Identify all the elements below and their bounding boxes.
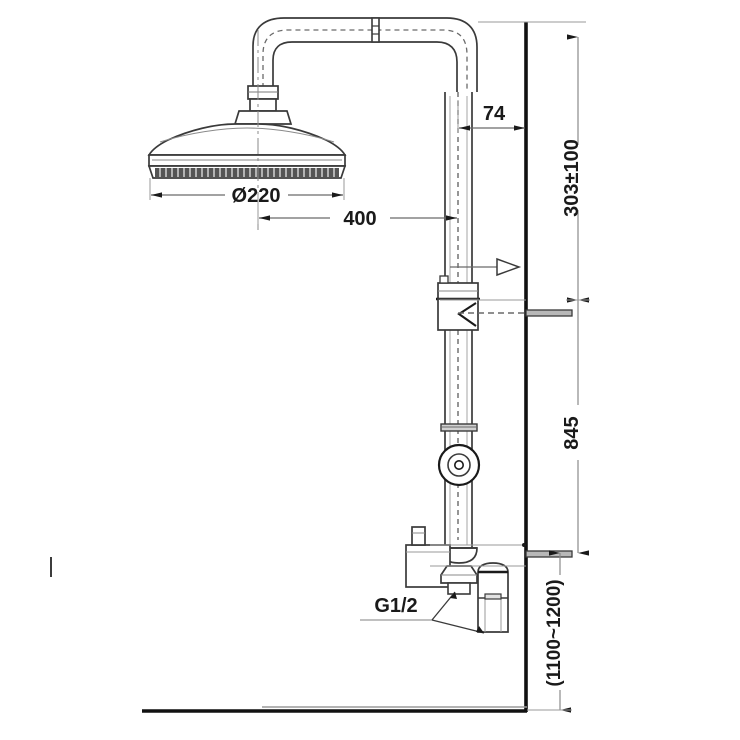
wall-mount-bracket: [436, 275, 480, 331]
floor-line: [142, 706, 527, 713]
dimension-top-section-height: 303±100: [478, 21, 589, 303]
riser-joint-collar: [440, 423, 478, 432]
shower-arm-elbow: [252, 17, 478, 92]
shower-head-coupling: [233, 85, 293, 125]
vertical-riser-pipe: [444, 92, 473, 548]
dimension-riser-offset: 74: [457, 100, 525, 133]
dimension-label-top-height: 303±100: [561, 139, 583, 217]
inlet-thread-callout: G1/2: [360, 591, 485, 634]
mixer-reference-lines: [430, 543, 526, 567]
dimension-label-mid-height: 845: [561, 416, 583, 449]
diverter-control-knob[interactable]: [437, 443, 481, 487]
dimension-label-mounting-range: (1100~1200): [544, 579, 565, 686]
inlet-thread-label: G1/2: [374, 595, 417, 617]
hand-shower-outlet: [477, 562, 509, 633]
bracket-wall-leader: [450, 257, 522, 277]
shower-nozzle-band: [155, 168, 339, 177]
dimension-label-projection: 400: [343, 208, 376, 230]
dimension-mounting-height-range: (1100~1200): [527, 550, 572, 713]
rain-shower-head: [147, 123, 347, 179]
dimension-mid-section-height: 845: [561, 297, 590, 556]
dimension-shower-head-diameter: Ø220: [149, 178, 345, 207]
bracket-wall-fixing: [525, 309, 573, 317]
mixer-wall-inlet-pin: [525, 550, 573, 558]
dimension-arm-projection: 400: [257, 195, 457, 230]
dimension-label-offset: 74: [483, 103, 506, 125]
arm-collar-band: [371, 17, 380, 43]
dimension-label-diameter: Ø220: [232, 185, 281, 207]
